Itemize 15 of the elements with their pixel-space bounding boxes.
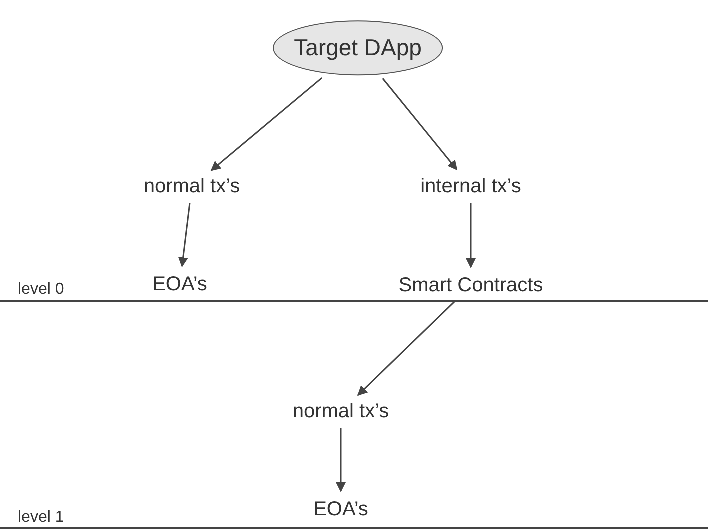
node-label: normal tx’s [292, 400, 390, 424]
level-label: level 1 [18, 508, 64, 528]
arrow [466, 204, 476, 268]
level-label: level 0 [18, 280, 64, 300]
arrow [210, 78, 323, 172]
node-label: EOA’s [314, 498, 368, 522]
node-label: normal tx’s [144, 174, 240, 200]
node-label: Smart Contracts [398, 274, 544, 298]
node-label: Target DApp [294, 34, 422, 62]
arrow [336, 428, 346, 492]
arrow [382, 78, 458, 171]
arrow [178, 203, 191, 268]
node-label: internal tx’s [420, 174, 522, 200]
arrow [357, 300, 456, 396]
node-label: EOA’s [152, 272, 208, 298]
